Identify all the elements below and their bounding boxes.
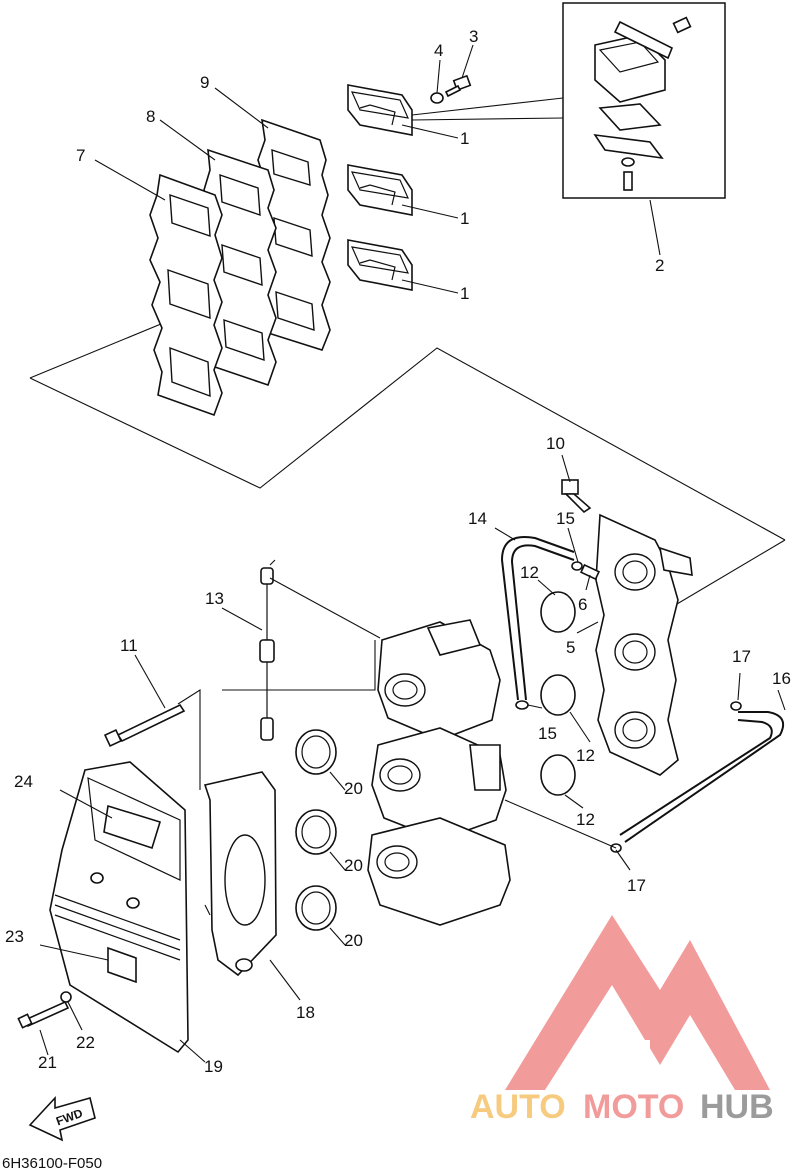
link-rod-13 [259,567,275,741]
o-ring-15-top [571,561,583,571]
callout-20b: 20 [344,856,363,875]
callout-20a: 20 [344,779,363,798]
callout-3: 3 [469,27,478,46]
reed-valve-1a [347,84,413,136]
silencer-cover-19 [49,761,189,1054]
callout-8: 8 [146,107,155,126]
hose-16 [619,711,784,843]
callout-21: 21 [38,1053,57,1072]
gasket-7 [149,173,223,417]
brand-hub: HUB [700,1088,774,1126]
bolt-3 [444,74,472,98]
callout-1a: 1 [460,129,469,148]
gasket-9 [257,118,331,351]
automotohub-logo: AUTO MOTO HUB [470,915,774,1126]
bolt-11 [103,703,186,748]
callout-1b: 1 [460,209,469,228]
callout-13: 13 [205,589,224,608]
callout-15a: 15 [556,509,575,528]
intake-manifold [595,513,693,776]
carburetor-stack [367,619,511,926]
dowel-pin-6 [579,563,601,581]
silencer-gasket-18 [203,771,277,977]
reed-valve-1c [347,239,413,291]
upper-group-frame [29,311,786,621]
callout-6: 6 [578,595,587,614]
detail-box-2 [562,2,726,199]
forward-direction-arrow: FWD [28,1095,96,1142]
washer-22 [60,991,72,1003]
brand-auto: AUTO [470,1088,566,1126]
reed-valve-1b [347,164,413,216]
callout-2: 2 [655,256,664,275]
callout-14: 14 [468,509,487,528]
callout-7: 7 [76,146,85,165]
callout-17b: 17 [627,876,646,895]
callout-22: 22 [76,1033,95,1052]
bolt-10 [561,479,592,514]
bolt-21 [17,1000,70,1029]
callout-12b: 12 [576,746,595,765]
lower-leaders [39,454,786,1063]
gasket-8 [203,148,277,387]
callout-17a: 17 [732,647,751,666]
washer-4 [430,92,444,104]
diagram-code: 6H36100-F050 [2,1155,102,1170]
brand-moto: MOTO [583,1088,684,1126]
callout-10: 10 [546,434,565,453]
logo-triangle [505,915,770,1090]
callout-18: 18 [296,1003,315,1022]
callout-24: 24 [14,772,33,791]
upper-leaders [94,44,661,294]
hose-14 [500,536,575,701]
callout-5: 5 [566,638,575,657]
o-ring-12a [540,591,576,633]
callout-23: 23 [5,927,24,946]
o-ring-12c [540,754,576,796]
callout-11: 11 [120,636,138,655]
callout-9: 9 [200,73,209,92]
callout-16: 16 [772,669,791,688]
callout-4: 4 [434,41,443,60]
callout-12c: 12 [576,810,595,829]
clip-15-lower [515,700,529,710]
callout-12a: 12 [520,563,539,582]
clip-17-right [730,701,742,711]
callout-1c: 1 [460,284,469,303]
callout-15b: 15 [538,724,557,743]
o-ring-12b [540,674,576,716]
callout-19: 19 [204,1057,223,1076]
callout-20c: 20 [344,931,363,950]
